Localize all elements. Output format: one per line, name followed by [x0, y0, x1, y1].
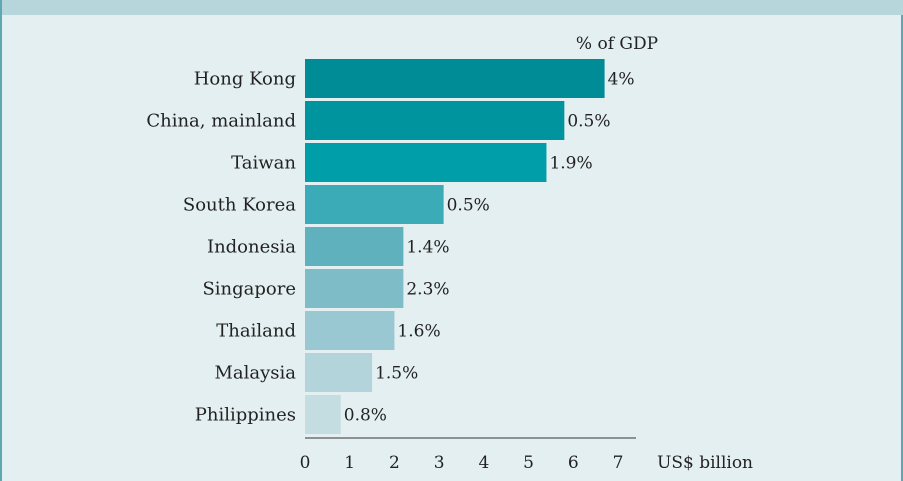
- category-label: South Korea: [183, 195, 296, 216]
- value-label: 1.9%: [549, 154, 592, 174]
- category-label: Taiwan: [231, 153, 296, 174]
- category-label: Malaysia: [214, 363, 296, 384]
- bar-philippines: [305, 395, 341, 434]
- category-label: Indonesia: [207, 237, 296, 258]
- category-label: Hong Kong: [194, 69, 296, 90]
- bar-south-korea: [305, 185, 444, 224]
- category-label: Singapore: [202, 279, 296, 300]
- top-band: [2, 0, 903, 15]
- value-label: 0.5%: [567, 112, 610, 132]
- bar-thailand: [305, 311, 395, 350]
- bar-china-mainland: [305, 101, 565, 140]
- bar-malaysia: [305, 353, 373, 392]
- x-tick-label: 0: [300, 453, 311, 473]
- value-label: 0.5%: [447, 196, 490, 216]
- x-tick-label: 1: [344, 453, 355, 473]
- x-ticks-group: 0 1 2 3 4 5 6 7: [300, 453, 624, 473]
- x-tick-label: 6: [568, 453, 579, 473]
- category-label: Philippines: [195, 405, 296, 426]
- x-tick-label: 5: [523, 453, 534, 473]
- bars-group: Hong Kong 4% China, mainland 0.5% Taiwan 1.9%…: [146, 59, 635, 434]
- x-tick-label: 3: [434, 453, 445, 473]
- x-tick-label: 2: [389, 453, 400, 473]
- bar-hong-kong: [305, 59, 605, 98]
- x-axis-label: US$ billion: [657, 453, 753, 473]
- value-label: 1.6%: [397, 322, 440, 342]
- value-label: 1.4%: [406, 238, 449, 258]
- value-label: 4%: [608, 70, 635, 90]
- value-label: 2.3%: [406, 280, 449, 300]
- category-label: China, mainland: [146, 111, 296, 132]
- x-tick-label: 4: [478, 453, 489, 473]
- bar-indonesia: [305, 227, 404, 266]
- value-label-header: % of GDP: [576, 34, 658, 54]
- value-label: 0.8%: [344, 406, 387, 426]
- bar-singapore: [305, 269, 404, 308]
- bar-taiwan: [305, 143, 547, 182]
- value-label: 1.5%: [375, 364, 418, 384]
- x-tick-label: 7: [613, 453, 624, 473]
- category-label: Thailand: [216, 321, 296, 342]
